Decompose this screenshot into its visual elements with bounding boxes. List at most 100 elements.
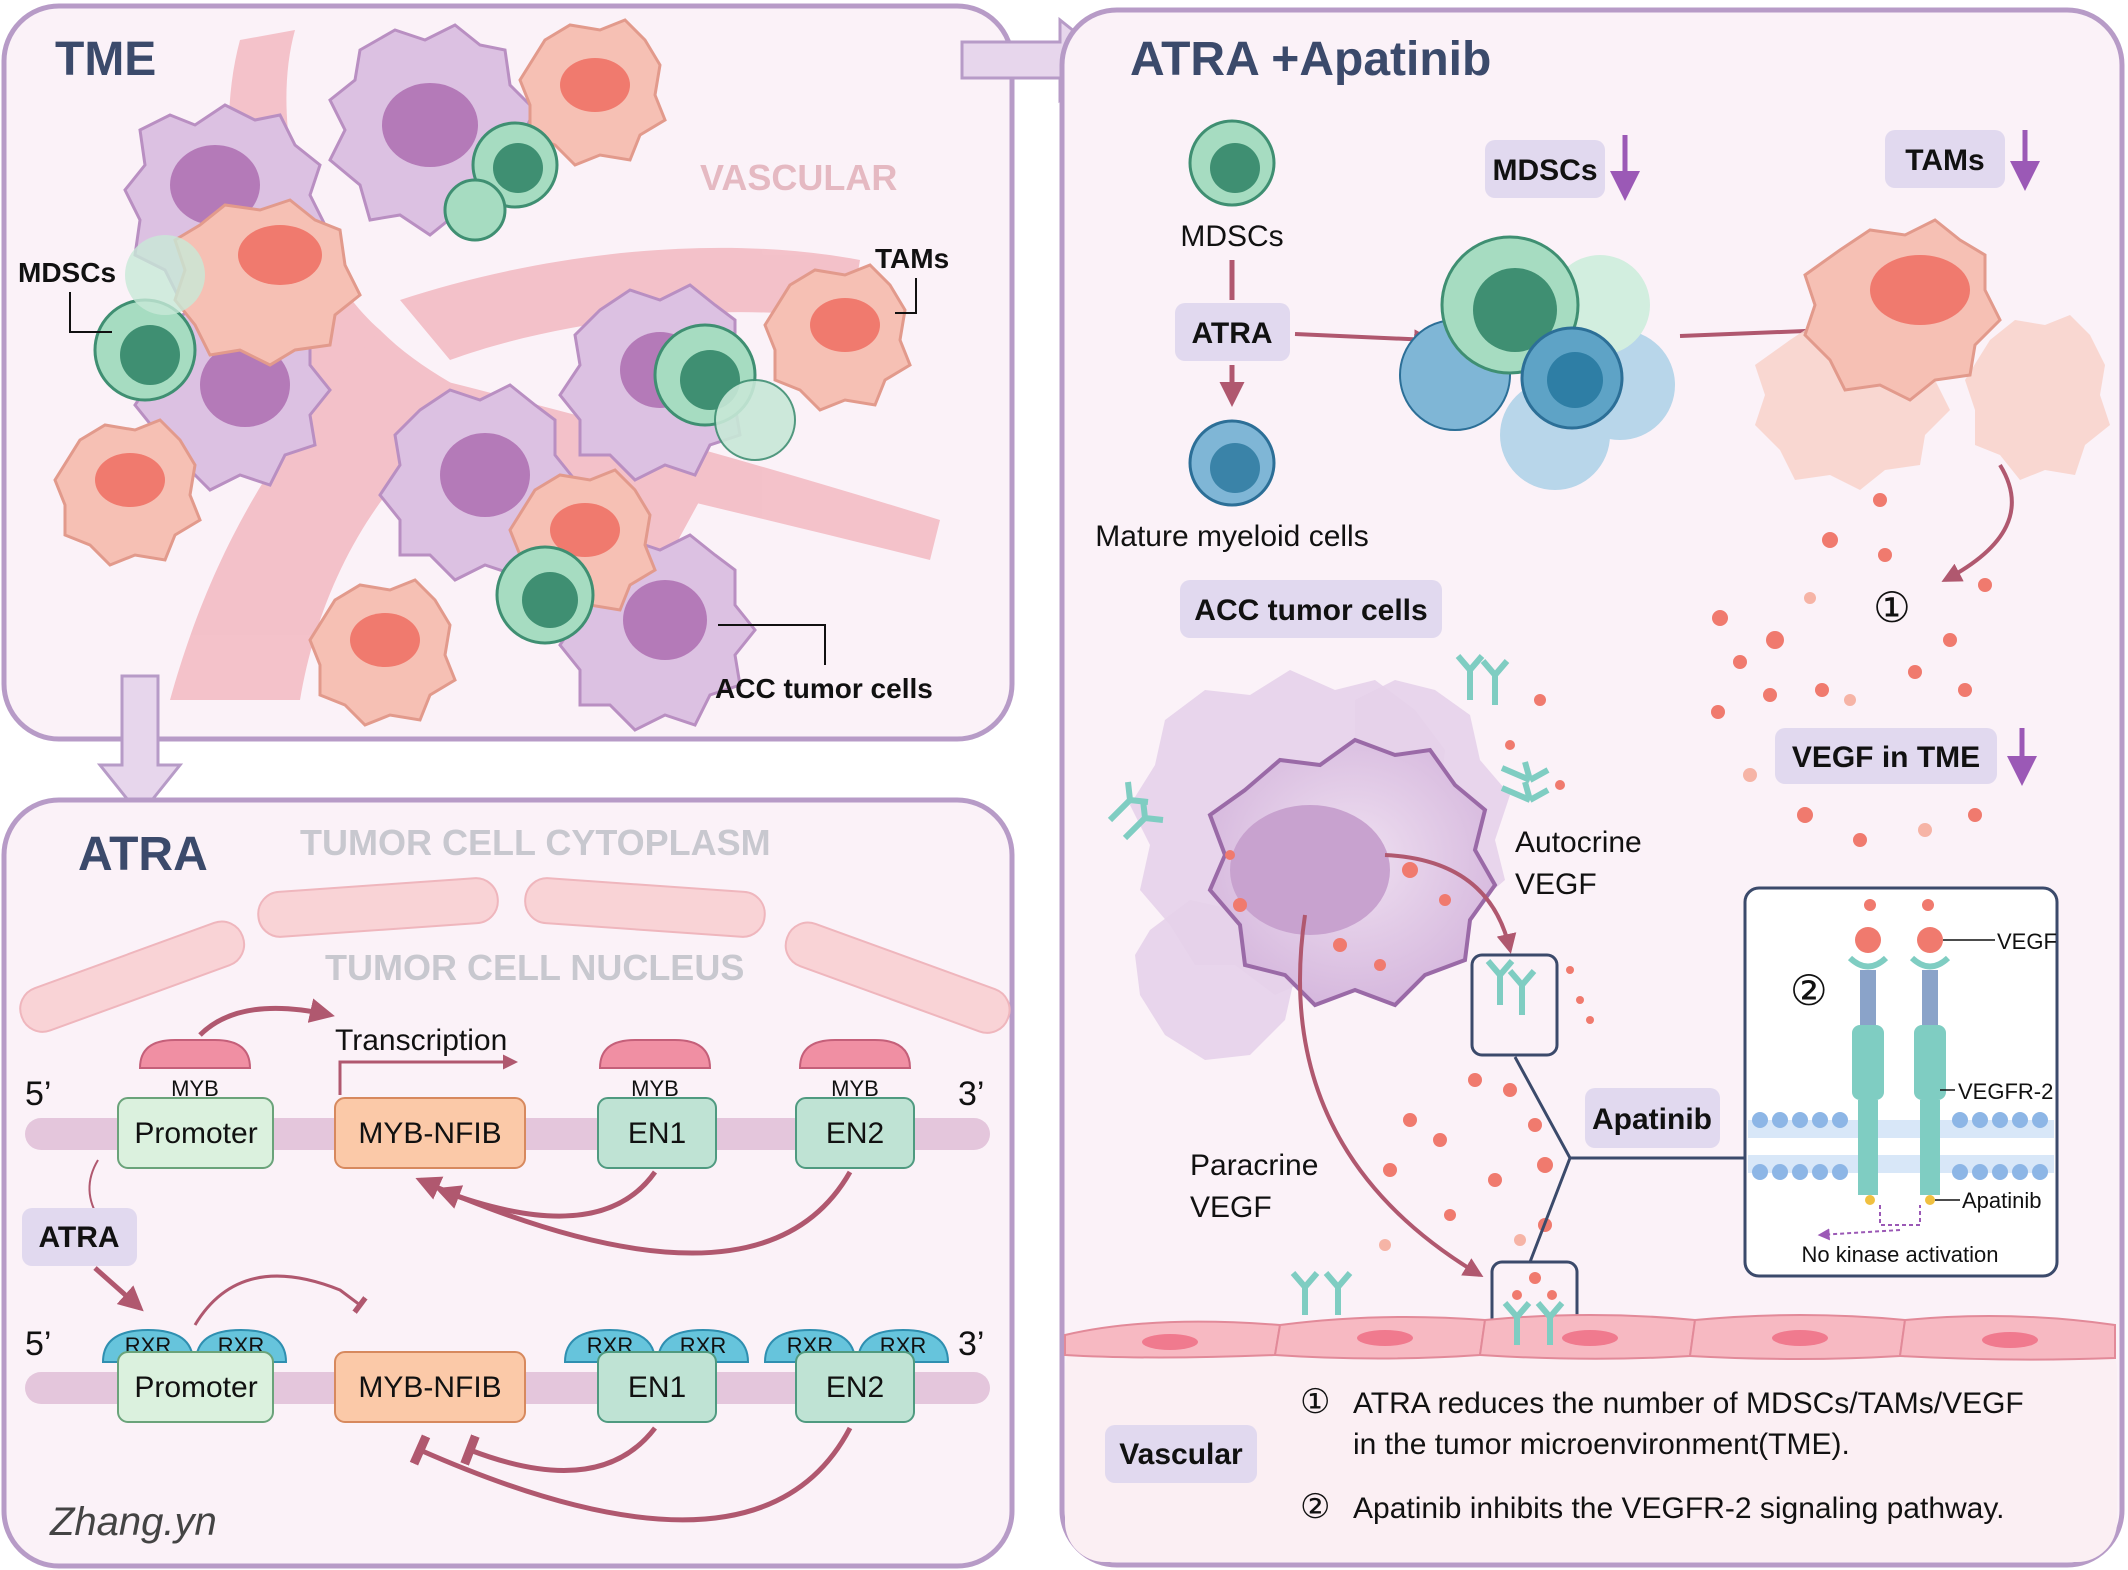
myeloid-cluster bbox=[1399, 235, 1675, 490]
apatinib-box-label: Apatinib bbox=[1592, 1103, 1712, 1136]
three-prime-top: 3’ bbox=[958, 1075, 984, 1113]
promoter-box-bottom bbox=[117, 1351, 274, 1423]
en2-inhibition-line bbox=[409, 1426, 853, 1523]
en2-activation-arrow bbox=[415, 1170, 853, 1256]
tme-acc-label: ACC tumor cells bbox=[715, 673, 933, 704]
tams-to-vegf-arrow bbox=[1941, 463, 2014, 582]
paracrine-arrow bbox=[1298, 914, 1484, 1278]
inset-vegfr2-label: VEGFR-2 bbox=[1958, 1079, 2053, 1104]
circle-two-marker: ② bbox=[1790, 967, 1828, 1014]
acc-tumor-box bbox=[1180, 580, 1442, 638]
vegf-ligand-1 bbox=[1855, 927, 1881, 953]
myb-nfib-label-bottom: MYB-NFIB bbox=[358, 1371, 501, 1404]
acc-tumor-mass bbox=[1130, 670, 1510, 1060]
note-two-number: ② bbox=[1300, 1488, 1330, 1526]
vegf-in-tme-label: VEGF in TME bbox=[1792, 741, 1980, 774]
en1-box-bottom bbox=[597, 1351, 717, 1423]
atra-box-label: ATRA bbox=[1191, 317, 1272, 350]
combo-panel: ATRA +Apatinib MDSCs ATRA Mature myeloid… bbox=[1059, 7, 2125, 1568]
atra-badge bbox=[22, 1208, 137, 1266]
tme-mdscs-label: MDSCs bbox=[18, 257, 116, 288]
autocrine-arrow bbox=[1384, 853, 1517, 954]
tme-tams bbox=[53, 18, 912, 727]
combo-title: ATRA +Apatinib bbox=[1130, 33, 1491, 86]
tme-panel: TME VASCULAR bbox=[1, 3, 1015, 742]
myb-nfib-gene-bottom bbox=[334, 1351, 526, 1423]
transcription-arrow bbox=[338, 1054, 518, 1095]
inset-apatinib-label: Apatinib bbox=[1962, 1188, 2042, 1213]
myb-label-3: MYB bbox=[831, 1076, 879, 1101]
myb-nfib-gene-top bbox=[334, 1097, 526, 1169]
vegf-in-tme-box bbox=[1775, 728, 1997, 784]
en2-box-top bbox=[795, 1097, 915, 1169]
autocrine-label-1: Autocrine bbox=[1515, 826, 1642, 859]
mdscs-cell-label: MDSCs bbox=[1180, 220, 1283, 253]
inset-vegf-label: VEGF bbox=[1997, 929, 2057, 954]
circle-one-marker: ① bbox=[1873, 584, 1911, 631]
atra-to-rxr-arrow bbox=[93, 1266, 144, 1312]
activation-arrow-promoter bbox=[198, 998, 335, 1037]
transcription-label: Transcription bbox=[335, 1024, 507, 1057]
atra-title: ATRA bbox=[78, 828, 208, 881]
atra-panel: ATRA TUMOR CELL CYTOPLASM TUMOR CELL NUC… bbox=[1, 797, 1015, 1569]
tme-tams-label: TAMs bbox=[875, 243, 949, 274]
vascular-box bbox=[1105, 1425, 1257, 1483]
en2-label-top: EN2 bbox=[826, 1117, 884, 1150]
paracrine-label-1: Paracrine bbox=[1190, 1149, 1318, 1182]
vascular-box-label: Vascular bbox=[1119, 1438, 1243, 1471]
tam-cluster bbox=[1755, 218, 2110, 490]
note-one-line1: ATRA reduces the number of MDSCs/TAMs/VE… bbox=[1353, 1387, 2024, 1420]
promoter-label-bottom: Promoter bbox=[134, 1371, 257, 1404]
tme-mdscs bbox=[93, 121, 796, 645]
tumor-receptors bbox=[1107, 654, 1550, 1015]
en1-inhibition-line bbox=[460, 1426, 657, 1473]
mdscs-leader-line bbox=[69, 292, 112, 333]
tams-down-box bbox=[1885, 130, 2005, 188]
myb-label-2: MYB bbox=[631, 1076, 679, 1101]
en2-label-bottom: EN2 bbox=[826, 1371, 884, 1404]
note-one-number: ① bbox=[1300, 1383, 1330, 1421]
atra-badge-label: ATRA bbox=[38, 1221, 119, 1254]
paracrine-label-2: VEGF bbox=[1190, 1191, 1272, 1224]
promoter-label-top: Promoter bbox=[134, 1117, 257, 1150]
vegfr2-receptors bbox=[1847, 955, 1951, 1195]
myb-en1-protein bbox=[598, 1039, 712, 1069]
myb-nfib-label-top: MYB-NFIB bbox=[358, 1117, 501, 1150]
three-prime-bottom: 3’ bbox=[958, 1325, 984, 1363]
myb-label-1: MYB bbox=[171, 1076, 219, 1101]
en1-label-bottom: EN1 bbox=[628, 1371, 686, 1404]
note-two-line1: Apatinib inhibits the VEGFR-2 signaling … bbox=[1353, 1492, 2004, 1525]
mdscs-down-box bbox=[1485, 140, 1605, 198]
myb-promoter-protein bbox=[138, 1039, 252, 1069]
atra-to-cluster-arrow bbox=[1294, 329, 1434, 350]
autocrine-zoom-box bbox=[1470, 953, 1559, 1057]
myb-en2-protein bbox=[798, 1039, 912, 1069]
mdscs-down-label: MDSCs bbox=[1492, 154, 1597, 187]
en2-box-bottom bbox=[795, 1351, 915, 1423]
vegf-ligand-2 bbox=[1917, 927, 1943, 953]
apatinib-box bbox=[1585, 1088, 1720, 1148]
nucleus-label: TUMOR CELL NUCLEUS bbox=[325, 947, 744, 988]
acc-leader-line bbox=[718, 624, 826, 665]
note-one-line2: in the tumor microenvironment(TME). bbox=[1353, 1428, 1850, 1461]
zoom-connector-lines bbox=[1513, 1056, 1745, 1263]
no-kinase-label: No kinase activation bbox=[1802, 1242, 1999, 1267]
cytoplasm-label: TUMOR CELL CYTOPLASM bbox=[300, 822, 771, 863]
arrow-to-atra-panel bbox=[96, 674, 184, 818]
inhibition-line-promoter bbox=[193, 1274, 368, 1326]
tams-down-label: TAMs bbox=[1905, 144, 1984, 177]
vegfr2-inset: ② bbox=[1743, 886, 2059, 1278]
nuclear-envelope bbox=[19, 877, 1011, 1034]
promoter-box-top bbox=[117, 1097, 274, 1169]
acc-tumor-label: ACC tumor cells bbox=[1194, 594, 1427, 627]
apatinib-molecule-1 bbox=[1865, 1195, 1875, 1205]
five-prime-bottom: 5’ bbox=[25, 1325, 51, 1363]
autocrine-label-2: VEGF bbox=[1515, 868, 1597, 901]
en1-label-top: EN1 bbox=[628, 1117, 686, 1150]
mature-myeloid-label: Mature myeloid cells bbox=[1095, 520, 1368, 553]
apatinib-molecule-2 bbox=[1925, 1195, 1935, 1205]
en1-box-top bbox=[597, 1097, 717, 1169]
atra-box bbox=[1175, 303, 1290, 361]
vascular-watermark: VASCULAR bbox=[700, 157, 897, 198]
